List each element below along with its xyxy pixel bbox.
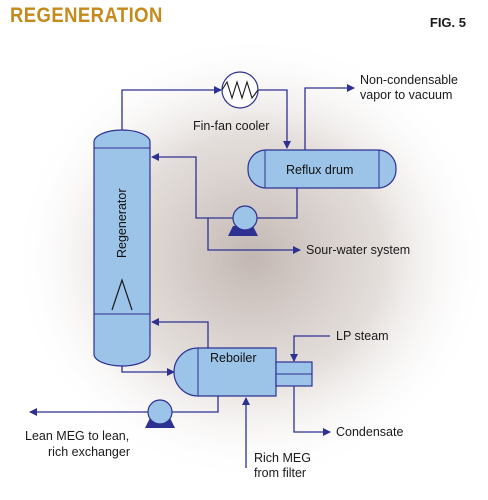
sour-water-line [207, 218, 301, 254]
reboiler-to-pump-line [172, 396, 219, 413]
overhead-vapor-line [121, 86, 222, 130]
rich-meg-label-line1: Rich MEG [254, 451, 311, 465]
rich-meg-label-line2: from filter [254, 466, 306, 480]
cooler-to-drum-line [258, 89, 291, 149]
vapor-to-vacuum-label: vapor to vacuum [360, 88, 452, 102]
condensate-label: Condensate [336, 425, 403, 439]
reboiler-label: Reboiler [210, 351, 257, 365]
lp-steam-label: LP steam [336, 329, 389, 343]
page-title: REGENERATION [10, 4, 163, 27]
reflux-return-line [151, 153, 233, 219]
column-bottom-line [121, 366, 175, 376]
lean-meg-label-line2: rich exchanger [48, 445, 130, 459]
reboiler [173, 347, 313, 397]
figure-label: FIG. 5 [429, 15, 466, 30]
regenerator-label: Regenerator [115, 189, 129, 259]
lean-meg-label-line1: Lean MEG to lean, [25, 429, 129, 443]
fin-fan-cooler-label: Fin-fan cooler [193, 119, 269, 133]
drum-to-pump-line [257, 188, 298, 219]
reflux-drum [247, 149, 397, 189]
reboiler-return-line [151, 318, 209, 348]
lp-steam-line [290, 335, 330, 362]
fin-fan-cooler-icon [221, 71, 259, 109]
reflux-drum-label: Reflux drum [286, 163, 353, 177]
sour-water-label: Sour-water system [306, 243, 410, 257]
condensate-line [293, 386, 331, 436]
non-condensable-label: Non-condensable [360, 73, 458, 87]
vent-line [304, 84, 355, 150]
